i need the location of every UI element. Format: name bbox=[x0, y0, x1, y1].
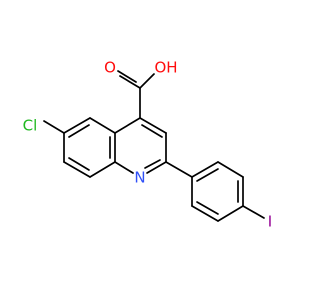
bond-c2-cipso bbox=[165, 161, 193, 178]
atom-labels-group: O OH Cl N I bbox=[23, 59, 273, 231]
bond-ph-1-2 bbox=[191, 161, 219, 178]
bond-ph-1-2-inner bbox=[196, 168, 219, 182]
bond-c7-c8-inner bbox=[68, 157, 90, 171]
bond-c4a-c5 bbox=[89, 117, 116, 134]
bond-c5-c6-inner bbox=[68, 124, 90, 138]
bond-ph-4-5 bbox=[217, 205, 244, 222]
bond-c-oh bbox=[139, 73, 155, 89]
bond-c-i bbox=[242, 205, 265, 219]
bond-c4-c4a bbox=[114, 117, 141, 134]
bond-c4-c3-inner bbox=[141, 124, 163, 138]
atom-oh: OH bbox=[154, 59, 177, 77]
bond-c2-n1-a bbox=[146, 161, 167, 174]
structure-diagram: O OH Cl N I bbox=[23, 59, 273, 231]
bond-c2-n1-b bbox=[144, 159, 161, 169]
bond-c5-c6 bbox=[63, 117, 91, 134]
atom-n: N bbox=[134, 169, 145, 187]
bond-c6-cl bbox=[43, 120, 65, 134]
bond-c7-c8 bbox=[63, 161, 91, 178]
bond-c-o-double-a bbox=[119, 75, 141, 89]
bonds-group bbox=[43, 70, 265, 222]
bond-n1-c8a bbox=[114, 161, 134, 174]
atom-cl: Cl bbox=[23, 117, 38, 135]
bond-c4-c3 bbox=[139, 117, 167, 134]
bond-ph-2-3 bbox=[217, 161, 244, 178]
bond-c8-c8a bbox=[89, 161, 116, 178]
bond-ph-5-6 bbox=[191, 205, 219, 222]
atom-o-carbonyl: O bbox=[104, 59, 116, 77]
bond-ph-5-6-inner bbox=[196, 201, 219, 215]
bond-c-o-double-b bbox=[117, 70, 137, 83]
atom-i: I bbox=[268, 213, 272, 231]
